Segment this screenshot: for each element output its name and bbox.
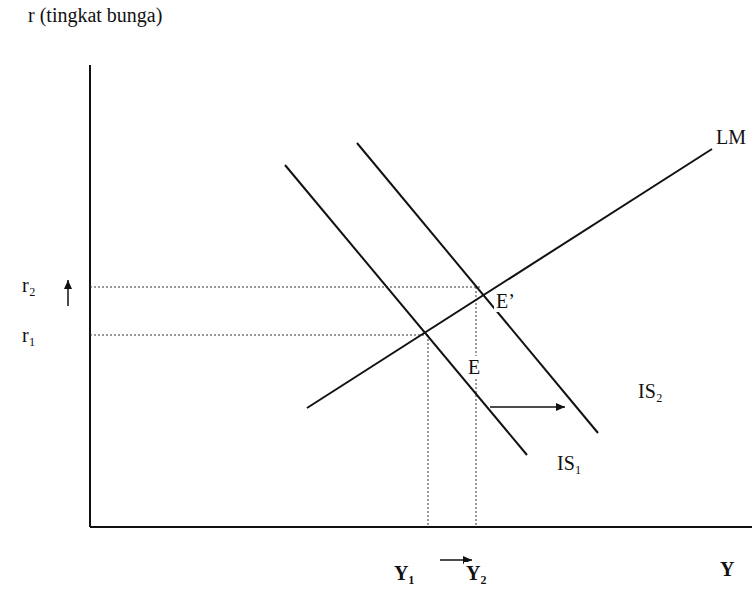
guide-line [90, 287, 480, 288]
is-curve [285, 165, 527, 455]
axis-value: Y₂ [464, 562, 488, 584]
shift-arrow [440, 559, 472, 561]
axis-title: Y [718, 558, 736, 580]
lm-curve [307, 149, 712, 408]
curve-label: LM [714, 126, 748, 148]
axis-value: r₁ [20, 324, 38, 346]
curve-label: IS₁ [555, 452, 584, 474]
shift-arrow [490, 406, 565, 408]
axis-title: r (tingkat bunga) [26, 4, 164, 26]
guide-line [90, 335, 430, 336]
y-axis [89, 65, 91, 527]
point-label: E [466, 356, 482, 378]
x-axis [90, 526, 752, 528]
is-curve [357, 143, 598, 433]
curve-label: IS₂ [636, 380, 665, 402]
axis-value: Y₁ [392, 562, 416, 584]
guide-line [428, 335, 429, 527]
shift-arrow [67, 280, 69, 306]
guide-line [476, 287, 477, 527]
axis-value: r₂ [20, 274, 38, 296]
point-label: E’ [494, 290, 517, 312]
